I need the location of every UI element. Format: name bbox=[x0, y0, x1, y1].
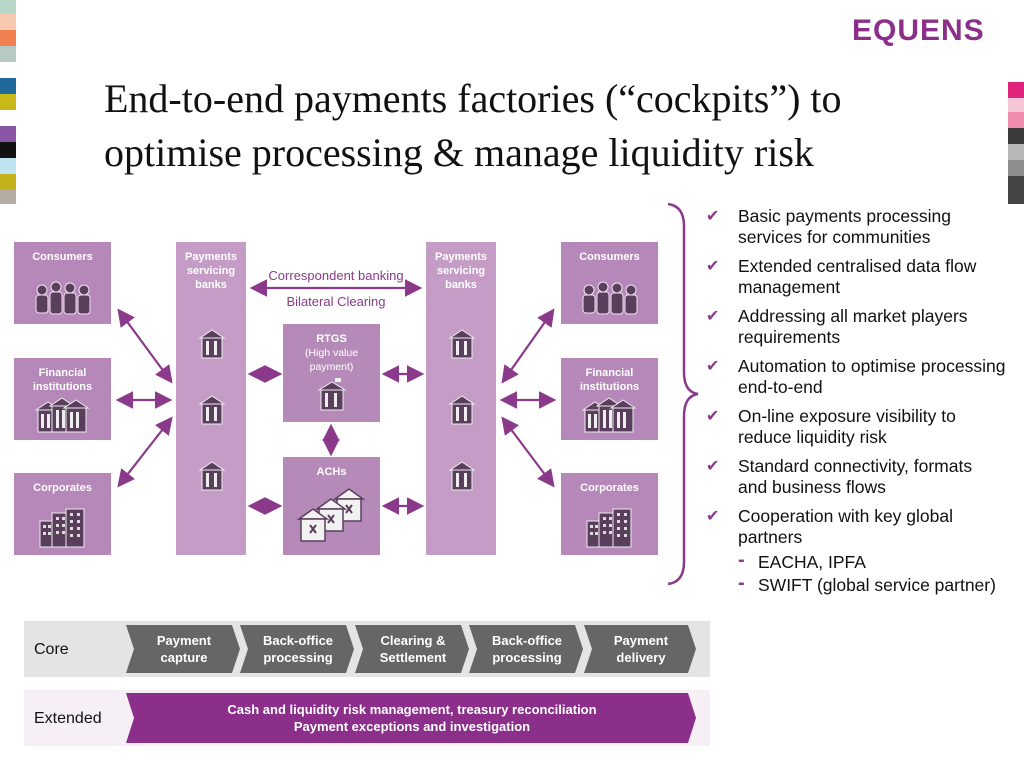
core-chevrons bbox=[126, 625, 696, 673]
sub-bullet-item: -SWIFT (global service partner) bbox=[738, 572, 996, 596]
bullet-item: ✔Cooperation with key global partners bbox=[706, 506, 953, 547]
right-curly-brace bbox=[667, 202, 699, 586]
bullet-item: ✔Automation to optimise processing end-t… bbox=[706, 356, 1006, 397]
title-line-1: End-to-end payments factories (“cockpits… bbox=[104, 76, 842, 121]
step-back-office-processing: Back-office processing bbox=[262, 633, 334, 665]
extended-text: Cash and liquidity risk management, trea… bbox=[132, 693, 692, 743]
extended-line-2: Payment exceptions and investigation bbox=[293, 719, 531, 734]
checkmark-icon: ✔ bbox=[706, 458, 720, 475]
checkmark-icon: ✔ bbox=[706, 208, 720, 225]
page-title: End-to-end payments factories (“cockpits… bbox=[104, 72, 984, 180]
equens-logo: EQUENS bbox=[852, 14, 985, 47]
bank-building-icon bbox=[317, 378, 347, 411]
core-label: Core bbox=[34, 641, 69, 658]
bank-building-icon bbox=[34, 397, 90, 433]
people-group-icon bbox=[582, 281, 638, 315]
dash-icon: - bbox=[738, 572, 745, 594]
checkmark-icon: ✔ bbox=[706, 308, 720, 325]
left-consumers-box: Consumers bbox=[14, 242, 111, 324]
bank-building-icon bbox=[198, 329, 226, 359]
dash-icon: - bbox=[738, 549, 745, 571]
bank-building-icon bbox=[198, 461, 226, 491]
arrow-corporates-left bbox=[117, 416, 173, 488]
diagram-arrows bbox=[115, 202, 699, 586]
extended-line-1: Cash and liquidity risk management, trea… bbox=[227, 702, 597, 717]
left-financial-box: Financial institutions bbox=[14, 358, 111, 440]
checkmark-icon: ✔ bbox=[706, 408, 720, 425]
office-buildings-icon bbox=[586, 508, 632, 548]
bank-building-icon bbox=[448, 329, 476, 359]
clearing-house-icon bbox=[296, 488, 366, 542]
step-payment-capture: Payment capture bbox=[156, 633, 212, 665]
rtgs-subtitle: (High value payment) bbox=[304, 347, 359, 373]
right-consumers-box: Consumers bbox=[561, 242, 658, 324]
bank-building-icon bbox=[198, 395, 226, 425]
office-buildings-icon bbox=[39, 508, 85, 548]
sub-bullet-item: -EACHA, IPFA bbox=[738, 549, 866, 573]
arrow-consumers-left bbox=[117, 308, 173, 384]
extended-band: Extended Cash and liquidity risk managem… bbox=[24, 690, 710, 746]
bank-building-icon bbox=[448, 395, 476, 425]
bank-building-icon bbox=[581, 397, 637, 433]
right-corporates-box: Corporates bbox=[561, 473, 658, 555]
title-line-2: optimise processing & manage liquidity r… bbox=[104, 130, 814, 175]
step-clearing-settlement: Clearing & Settlement bbox=[379, 633, 447, 665]
left-corporates-box: Corporates bbox=[14, 473, 111, 555]
extended-arrow-shape bbox=[126, 693, 696, 743]
bullet-item: ✔On-line exposure visibility to reduce l… bbox=[706, 406, 956, 447]
bullet-item: ✔Standard connectivity, formats and busi… bbox=[706, 456, 973, 497]
checkmark-icon: ✔ bbox=[706, 508, 720, 525]
bullet-item: ✔Extended centralised data flow manageme… bbox=[706, 256, 977, 297]
arrow-corporates-right bbox=[501, 416, 555, 488]
step-payment-delivery: Payment delivery bbox=[613, 633, 669, 665]
extended-label: Extended bbox=[34, 710, 102, 727]
bank-building-icon bbox=[448, 461, 476, 491]
rtgs-box: RTGS (High value payment) bbox=[283, 324, 380, 422]
checkmark-icon: ✔ bbox=[706, 358, 720, 375]
right-payments-servicing-banks: Payments servicing banks bbox=[426, 242, 496, 555]
step-back-office-processing-2: Back-office processing bbox=[491, 633, 563, 665]
bilateral-clearing-label: Bilateral Clearing bbox=[286, 294, 386, 309]
achs-box: ACHs bbox=[283, 457, 380, 555]
core-band: Core Payment capture Back-office process… bbox=[24, 621, 710, 677]
bullet-item: ✔Addressing all market players requireme… bbox=[706, 306, 968, 347]
checkmark-icon: ✔ bbox=[706, 258, 720, 275]
people-group-icon bbox=[35, 281, 91, 315]
bullet-item: ✔Basic payments processing services for … bbox=[706, 206, 952, 247]
left-payments-servicing-banks: Payments servicing banks bbox=[176, 242, 246, 555]
arrow-consumers-right bbox=[501, 308, 555, 384]
bullet-list: ✔Basic payments processing services for … bbox=[706, 206, 1006, 602]
right-financial-box: Financial institutions bbox=[561, 358, 658, 440]
